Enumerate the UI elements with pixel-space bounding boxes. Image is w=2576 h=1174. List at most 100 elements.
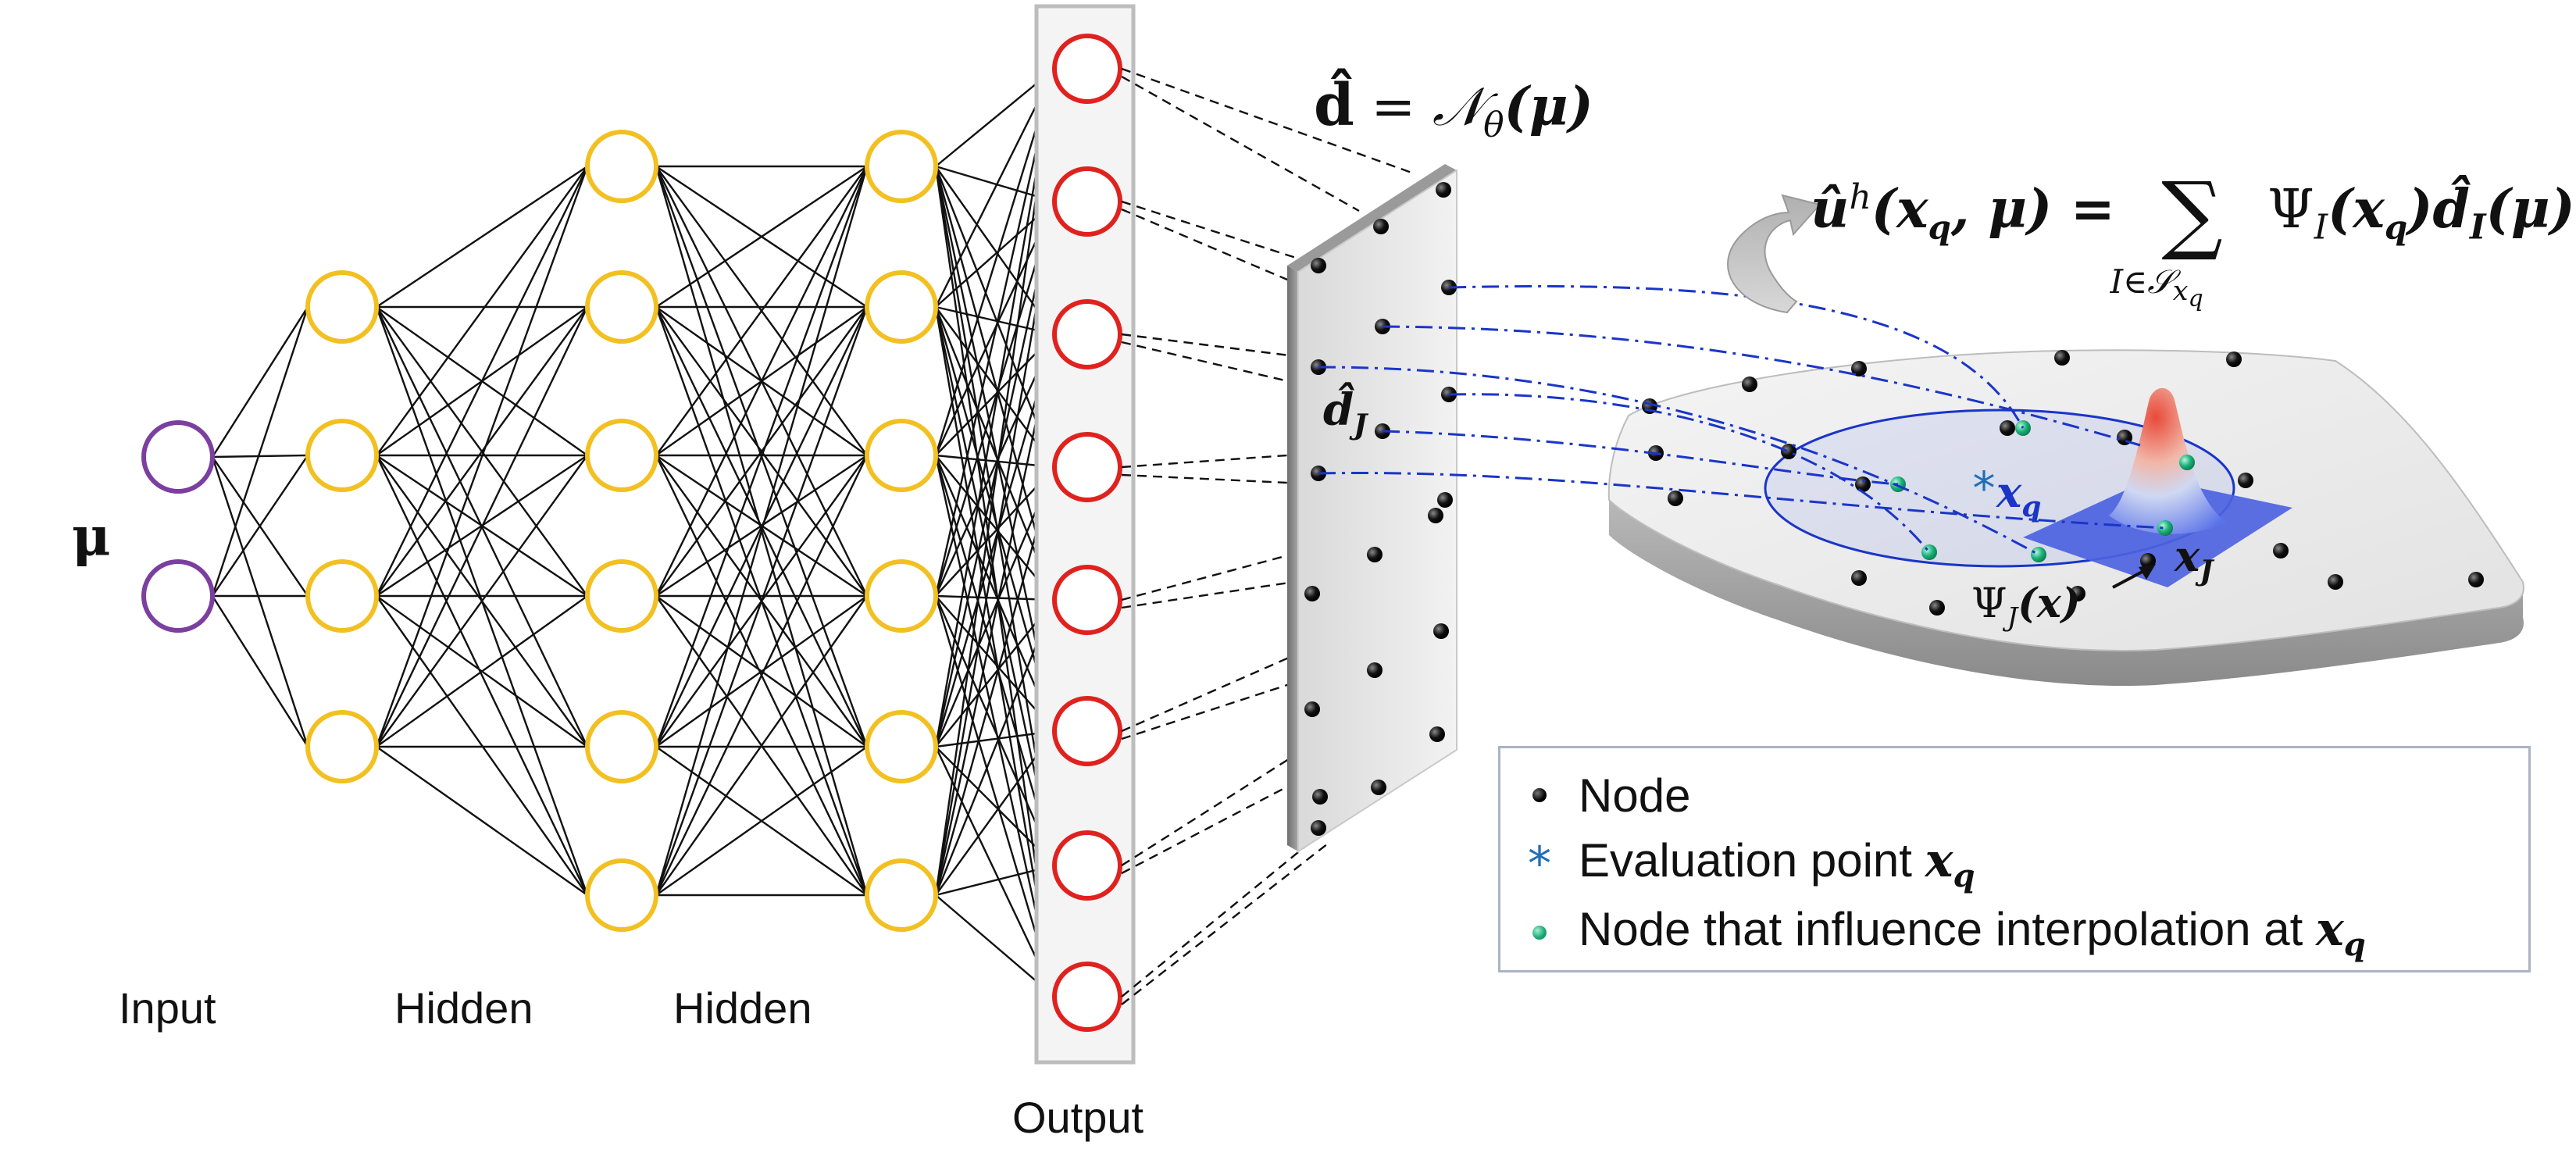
edge-1-3-5 [376,746,588,896]
domain-node-3 [2054,350,2070,366]
domain-node-4 [2226,351,2242,367]
plate-node-18 [1437,492,1453,508]
domain-node-17 [2070,586,2085,601]
physical-domain: * [1607,349,2524,687]
evaluation-star-icon: * [1973,462,1996,515]
neuron-layer1-1 [305,419,379,492]
neuron-layer4-1 [1052,166,1122,237]
dI-term: d̂I(μ) [2432,177,2575,248]
hidden-label-1: Hidden [394,983,533,1033]
edge-2-3-0 [655,166,869,597]
neuron-layer4-5 [1052,696,1122,766]
domain-top-surface [1607,349,2524,652]
edge-1-3-3 [376,595,588,748]
plate-node-15 [1429,726,1445,742]
domain-node-14 [2468,572,2484,587]
neuron-layer4-6 [1052,830,1122,901]
legend-text-influence: Node that influence interpolation at xq [1579,902,2366,963]
network-edges [211,68,1056,997]
domain-node-1 [1742,376,1757,392]
d-equation: d̂ = 𝒩θ(μ) [1314,72,1593,145]
output-dash-2-a [1121,333,1321,361]
d-eq-arg: (μ) [1504,76,1593,138]
plate-node-12 [1433,623,1449,639]
output-dash-0-b [1121,75,1360,212]
star-marker-icon: * [1528,837,1551,891]
legend-text-evaluation: Evaluation point xq [1579,833,1975,894]
neuron-layer1-3 [305,710,379,783]
edge-2-5-3 [655,595,868,896]
d-eq-sign: = [1354,77,1432,138]
neuron-layer1-0 [305,270,379,344]
edge-0-1-3 [211,595,309,748]
neuron-layer2-0 [585,130,658,203]
output-label: Output [1012,1093,1144,1142]
sum-sign: ∑ [2161,163,2223,263]
x-J-label: xJ [2175,531,2214,587]
domain-node-15 [1851,570,1867,586]
output-dash-1-b [1121,208,1329,298]
curved-arrow-icon [1727,194,1821,314]
edge-1-2-5 [376,595,588,896]
edge-0-0-1 [212,454,309,459]
output-dash-1-a [1121,200,1321,267]
neuron-layer3-2 [865,419,938,492]
plate-node-1 [1373,219,1389,234]
coefficient-plate [1287,164,1457,853]
link-2 [1318,366,2039,556]
domain-node-7 [1855,476,1871,492]
edge-2-5-2 [655,455,869,896]
legend-text-node: Node [1579,769,1691,822]
influence-node-4 [2179,455,2195,470]
influence-node-2 [1921,544,1937,560]
influence-node-3 [2031,547,2046,562]
output-dash-0-a [1121,67,1415,175]
hidden-label-2: Hidden [673,983,812,1033]
edge-1-1-5 [375,455,589,896]
shape-function-peak [2109,387,2226,534]
output-dash-7-a [1121,827,1329,997]
mu-label: μ [72,506,111,569]
sum-index: I∈𝒮xq [2110,262,2203,313]
neuron-layer2-2 [585,419,658,492]
link-4 [1382,430,1899,486]
neuron-layer3-3 [865,559,938,633]
psi-pointer-head [2139,564,2156,580]
input-label: Input [119,983,216,1033]
edge-1-1-0 [376,166,588,456]
neuron-layer0-0 [141,420,215,494]
edge-0-0-0 [211,306,309,458]
neuron-layer4-0 [1052,34,1122,104]
domain-side-wall [1609,500,2524,687]
plate-top-edge [1287,164,1457,272]
edge-2-5-4 [655,746,868,896]
psi-J-label: ΨJ(x) [1971,580,2081,633]
plate-to-domain-links [1318,285,2166,556]
plate-node-2 [1311,258,1326,273]
domain-node-2 [1851,361,1867,376]
plate-node-10 [1367,547,1383,562]
edge-2-4-3 [655,595,868,748]
x-q-label: xq [1996,467,2042,523]
network-nodes [141,34,1122,1032]
plate-node-17 [1311,820,1326,836]
legend-item-node: Node [1500,764,1690,826]
sum-block: ∑ I∈𝒮xq [2110,170,2251,312]
plate-front [1297,169,1457,853]
edge-0-0-3 [211,456,309,748]
neuron-layer3-1 [865,270,938,344]
edge-1-0-0 [376,166,588,308]
u-args: (xq, μ) = [1871,177,2134,247]
domain-node-5 [1781,444,1796,459]
u-sup-h: h [1849,177,1871,217]
domain-node-8 [2000,420,2015,436]
domain-node-13 [2328,574,2343,590]
link-0 [1448,285,2025,429]
plate-node-14 [1304,701,1320,717]
neuron-layer1-2 [305,559,379,633]
neuron-layer2-3 [585,559,658,633]
output-dash-4-a [1121,545,1321,601]
neuron-layer4-4 [1052,565,1122,635]
domain-node-10 [2238,473,2253,488]
